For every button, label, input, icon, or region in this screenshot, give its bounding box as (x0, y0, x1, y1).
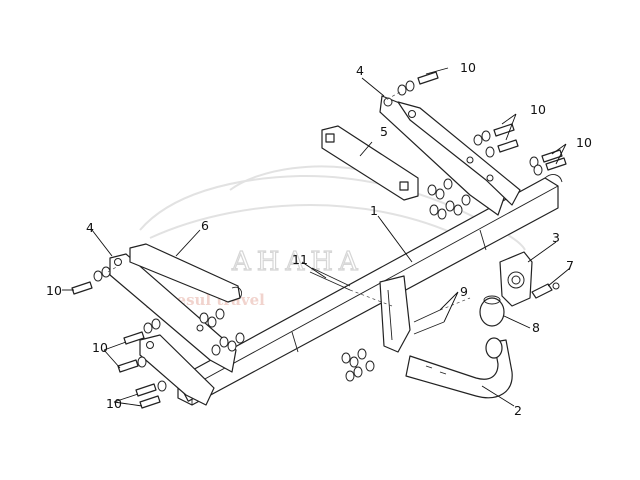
callout-labels: 4 10 5 10 10 1 4 6 3 11 7 10 9 8 10 10 2 (46, 60, 592, 418)
callout-10-mid: 10 (530, 102, 546, 117)
fastener-left-nuts (199, 308, 245, 356)
callout-9: 9 (460, 284, 468, 299)
callout-4-top: 4 (356, 63, 364, 78)
leader-lines (62, 67, 571, 407)
fastener-right-far (529, 149, 567, 176)
callout-10-lower: 10 (92, 340, 108, 355)
fastener-left-top (71, 265, 119, 295)
callout-2: 2 (514, 403, 522, 418)
callout-1: 1 (370, 203, 378, 218)
right-side-bracket (379, 95, 521, 216)
electrical-socket-plate (499, 251, 533, 307)
callout-11: 11 (292, 252, 308, 267)
center-bolts (309, 267, 393, 307)
watermark-brand: AHAHA (231, 247, 364, 277)
ball-mount-bolts (413, 297, 471, 335)
callout-7: 7 (566, 258, 574, 273)
fastener-left-mid (117, 318, 161, 373)
callout-3: 3 (552, 230, 560, 245)
fastener-center-nuts (341, 348, 375, 382)
socket-bolt (531, 282, 560, 299)
callout-4-left: 4 (86, 220, 94, 235)
fastener-left-bottom (135, 380, 167, 409)
callout-5: 5 (380, 124, 388, 139)
tow-ball (479, 295, 505, 327)
left-side-bracket (109, 253, 237, 406)
callout-10-top: 10 (460, 60, 476, 75)
center-ball-mount-bracket (379, 275, 411, 353)
callout-6: 6 (201, 218, 209, 233)
callout-10-left: 10 (46, 283, 62, 298)
fastener-top-right (385, 71, 439, 101)
fastener-right-nuts (427, 178, 471, 220)
callout-10-bottom: 10 (106, 396, 122, 411)
fastener-right-mid (473, 123, 519, 158)
left-reinforcement-plate (129, 243, 243, 303)
detachable-tow-hook (405, 337, 513, 399)
callout-10-right: 10 (576, 135, 592, 150)
right-reinforcement-plate (321, 125, 419, 201)
callout-8: 8 (532, 320, 540, 335)
